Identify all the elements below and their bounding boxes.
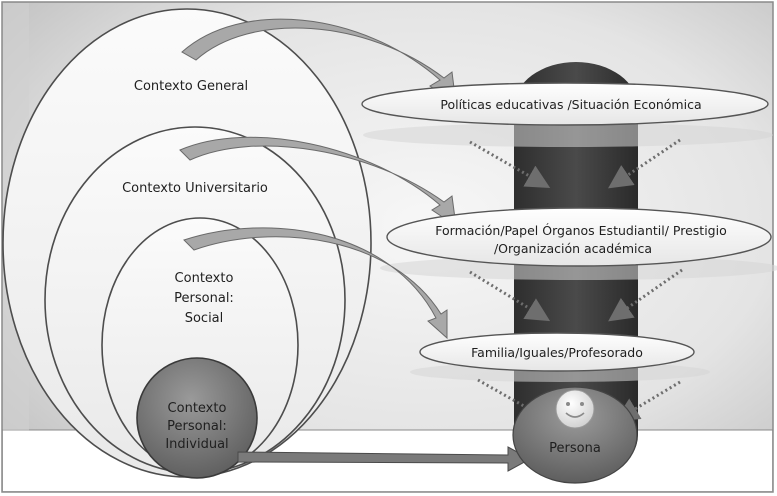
- label-contexto-social-2: Personal:: [174, 291, 234, 306]
- label-contexto-social-3: Social: [185, 311, 224, 326]
- label-contexto-individual-3: Individual: [165, 437, 228, 452]
- band-familia: [419, 332, 695, 372]
- label-contexto-general: Contexto General: [134, 79, 248, 94]
- label-persona: Persona: [549, 441, 601, 456]
- label-contexto-individual-1: Contexto: [168, 401, 227, 416]
- label-contexto-social-1: Contexto: [175, 271, 234, 286]
- label-band-formacion-1: Formación/Papel Órganos Estudiantil/ Pre…: [435, 223, 726, 238]
- band-shadow-top: [363, 123, 773, 147]
- persona-node: [512, 386, 638, 484]
- label-band-formacion-2: /Organización académica: [494, 241, 652, 256]
- band-formacion: [386, 207, 772, 267]
- band-politicas: [361, 82, 769, 126]
- label-band-politicas: Políticas educativas /Situación Económic…: [440, 97, 701, 112]
- label-contexto-universitario: Contexto Universitario: [122, 181, 268, 196]
- dotted-arrow-4: [608, 268, 683, 322]
- dotted-arrow-2: [608, 138, 681, 189]
- arrow-social-to-familia: [183, 227, 448, 340]
- label-contexto-individual-2: Personal:: [167, 419, 227, 434]
- dotted-arrow-6: [614, 380, 681, 422]
- label-band-familia: Familia/Iguales/Profesorado: [471, 345, 643, 360]
- arrow-individual-to-persona: [237, 446, 532, 472]
- smiley-face-icon: [555, 389, 595, 429]
- ellipse-contexto-individual: [136, 357, 258, 479]
